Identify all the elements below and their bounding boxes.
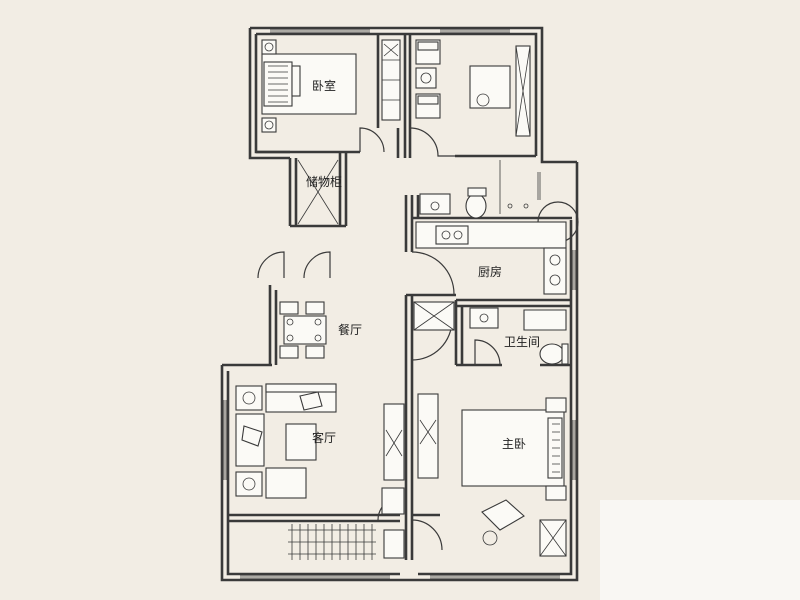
master-lounge-chair	[481, 499, 525, 546]
bathroom-fixtures	[469, 307, 569, 365]
master-bed	[461, 409, 565, 487]
living-shoe-rack	[288, 524, 405, 560]
watermark-block	[600, 500, 800, 600]
interior-walls	[228, 34, 572, 560]
master-nightstands	[545, 397, 567, 501]
storage-cabinet	[297, 159, 339, 225]
bedroom-wardrobe	[381, 39, 401, 121]
bedroom-nightstands	[261, 39, 277, 133]
label-dining: 餐厅	[338, 322, 362, 337]
label-master-bedroom: 主卧	[502, 437, 526, 451]
bedroom-bed	[261, 53, 357, 115]
living-sofa-set	[235, 383, 337, 499]
utility-shaft	[413, 301, 455, 331]
room-labels: 卧室 储物柜 厨房 餐厅 卫生间 客厅 主卧	[306, 78, 540, 451]
dining-table-set	[279, 301, 327, 359]
label-kitchen: 厨房	[478, 264, 502, 279]
study-furniture	[415, 39, 531, 137]
upper-bath-fixtures	[419, 160, 529, 219]
label-storage: 储物柜	[306, 174, 342, 189]
label-bedroom: 卧室	[312, 78, 336, 93]
outer-walls	[220, 26, 579, 582]
windows	[223, 29, 576, 579]
master-dresser	[539, 519, 567, 557]
label-bathroom: 卫生间	[504, 335, 540, 349]
label-living: 客厅	[312, 430, 336, 445]
kitchen-counter	[415, 221, 567, 295]
living-tv-cabinet	[381, 403, 405, 515]
master-wardrobe	[417, 393, 439, 479]
